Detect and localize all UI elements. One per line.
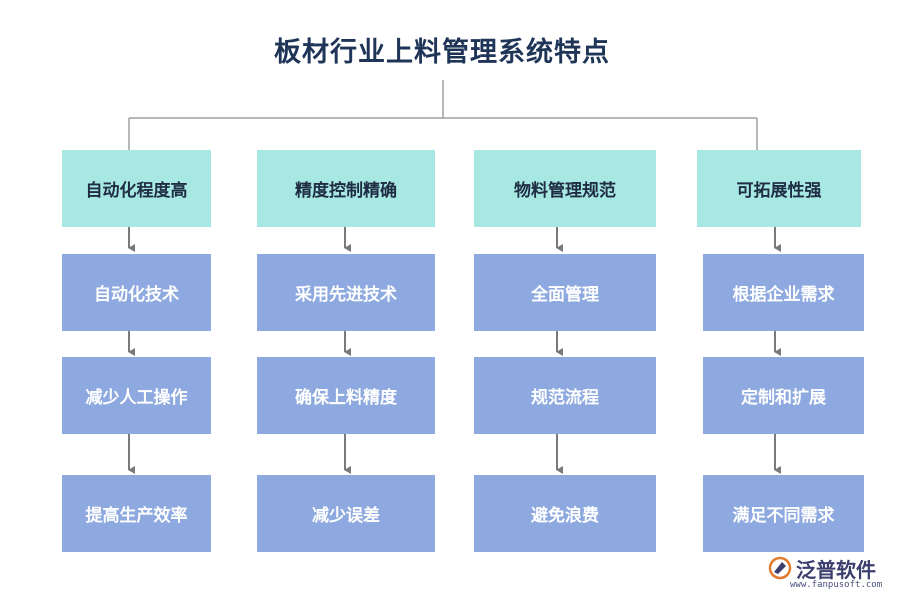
item-box-1-2: 减少人工操作 (62, 357, 211, 434)
item-box-4-1: 根据企业需求 (703, 254, 864, 331)
item-box-1-1: 自动化技术 (62, 254, 211, 331)
header-box-2: 精度控制精确 (257, 150, 435, 227)
item-box-3-1: 全面管理 (474, 254, 656, 331)
item-box-1-3: 提高生产效率 (62, 475, 211, 552)
item-box-4-2: 定制和扩展 (703, 357, 864, 434)
item-box-2-3: 减少误差 (257, 475, 435, 552)
item-box-4-3: 满足不同需求 (703, 475, 864, 552)
logo-icon (768, 556, 792, 580)
item-box-2-1: 采用先进技术 (257, 254, 435, 331)
logo-name: 泛普软件 (796, 558, 876, 582)
header-box-1: 自动化程度高 (62, 150, 211, 227)
item-box-2-2: 确保上料精度 (257, 357, 435, 434)
header-box-4: 可拓展性强 (697, 150, 861, 227)
header-box-3: 物料管理规范 (474, 150, 656, 227)
logo-url: www.fanpusoft.com (790, 580, 883, 590)
item-box-3-2: 规范流程 (474, 357, 656, 434)
brand-logo: 泛普软件 www.fanpusoft.com (768, 554, 894, 594)
item-box-3-3: 避免浪费 (474, 475, 656, 552)
page-title: 板材行业上料管理系统特点 (274, 37, 610, 68)
